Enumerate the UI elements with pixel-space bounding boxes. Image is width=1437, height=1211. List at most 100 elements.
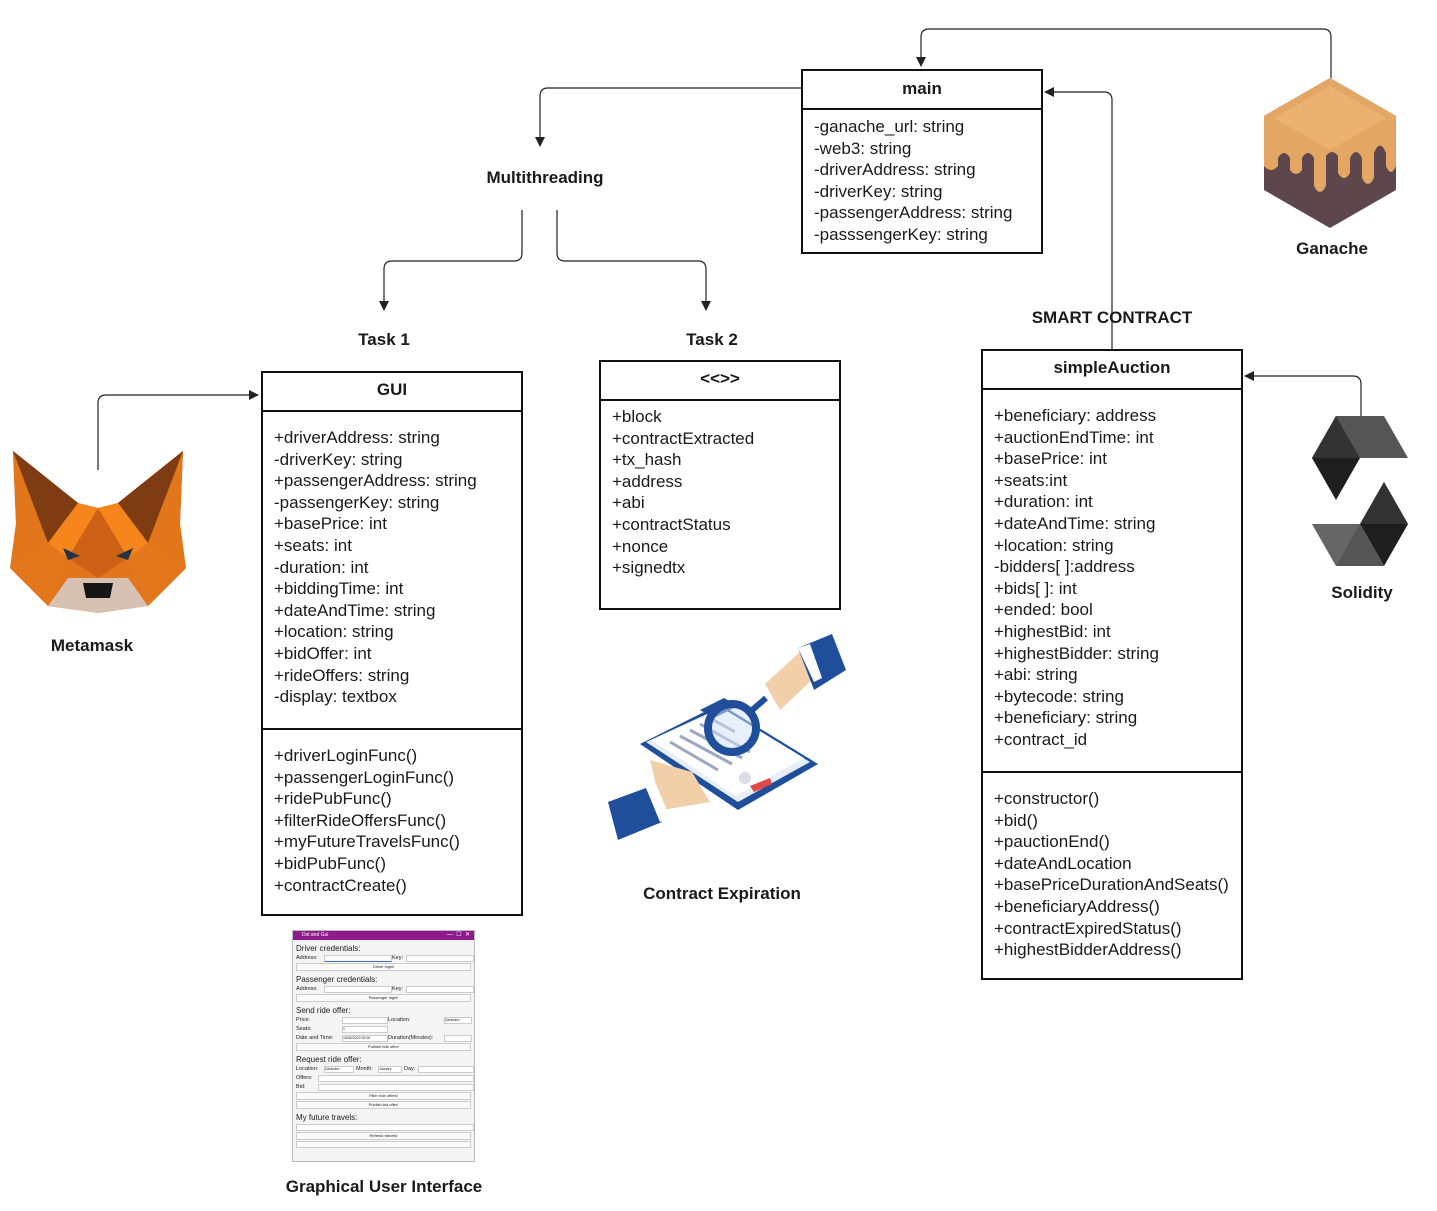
location-select[interactable]: Dankskin: [444, 1017, 472, 1024]
auction-attribute: +auctionEndTime: int: [994, 427, 1154, 447]
metamask-fox-icon: [10, 451, 186, 613]
task2-class-attributes: +block+contractExtracted+tx_hash+address…: [601, 401, 839, 579]
filter-offers-button[interactable]: Filter ride offers!: [296, 1092, 471, 1100]
task2-attribute: +tx_hash: [612, 450, 682, 470]
main-class-name: main: [803, 71, 1041, 110]
main-attribute: -driverKey: string: [814, 181, 943, 201]
datetime-label: Date and Time:: [296, 1035, 334, 1041]
bid-input[interactable]: [318, 1084, 474, 1091]
gui-attribute: +passengerAddress: string: [274, 471, 477, 491]
main-class-attributes: -ganache_url: string-web3: string-driver…: [803, 110, 1041, 246]
duration-input[interactable]: [444, 1035, 472, 1042]
seats-stepper[interactable]: 1: [342, 1026, 388, 1033]
task2-attribute: +nonce: [612, 536, 669, 556]
auction-class-attributes: +beneficiary: address +auctionEndTime: in…: [983, 390, 1241, 771]
task2-attribute: +address: [612, 471, 683, 491]
passenger-address-label: Address:: [296, 986, 318, 992]
location-label: Location:: [388, 1017, 411, 1023]
publish-offer-button[interactable]: Publish ride offer!: [296, 1043, 471, 1051]
gui-caption-label: Graphical User Interface: [285, 1177, 483, 1196]
passenger-credentials-row: Address: Key:: [296, 985, 474, 993]
multithreading-label: Multithreading: [486, 168, 604, 187]
task2-class-box: <<>> +block+contractExtracted+tx_hash+ad…: [599, 360, 841, 610]
auction-attribute: +duration: int: [994, 492, 1093, 512]
gui-attribute: +dateAndTime: string: [274, 600, 436, 620]
gui-attribute: -display: textbox: [274, 687, 397, 707]
gui-method: +passengerLoginFunc(): [274, 767, 455, 787]
edge-multithreading-to-task2: [556, 210, 711, 311]
gui-attribute: -passengerKey: string: [274, 492, 440, 512]
gui-attribute: -driverKey: string: [274, 449, 403, 469]
offers-select[interactable]: [318, 1075, 474, 1082]
edge-ganache-to-main: [916, 28, 1332, 78]
auction-attribute: +bids[ ]: int: [994, 578, 1077, 598]
auction-method: +bid(): [994, 810, 1038, 830]
auction-method: +beneficiaryAddress(): [994, 896, 1160, 916]
main-attribute: -ganache_url: string: [814, 117, 965, 136]
request-location-select[interactable]: Dankskin: [324, 1066, 354, 1073]
datetime-picker[interactable]: 16/06/2022 00:00: [342, 1035, 388, 1042]
passenger-key-label: Key:: [392, 986, 404, 992]
publish-bid-button[interactable]: Publish bid offer!: [296, 1101, 471, 1109]
auction-method: +constructor(): [994, 789, 1100, 808]
main-attribute: -driverAddress: string: [814, 160, 976, 180]
future-travels-select[interactable]: [296, 1124, 474, 1131]
passenger-key-input[interactable]: [406, 986, 474, 993]
gui-attribute: +location: string: [274, 622, 394, 642]
refresh-travels-button[interactable]: Refresh travels!: [296, 1132, 471, 1140]
price-input[interactable]: [342, 1017, 388, 1024]
gui-screenshot-titlebar: Dst and Gui — ☐ ✕: [293, 931, 474, 940]
auction-attribute: +ended: bool: [994, 600, 1093, 620]
ganache-logo-icon: [1264, 78, 1396, 228]
driver-address-label: Address:: [296, 955, 318, 961]
driver-key-input[interactable]: [406, 955, 474, 962]
solidity-logo-icon: [1312, 416, 1408, 566]
task2-attribute: +contractStatus: [612, 514, 731, 534]
smart-contract-label: SMART CONTRACT: [1031, 308, 1193, 327]
price-label: Price:: [296, 1017, 311, 1023]
month-label: Month:: [356, 1066, 373, 1072]
auction-attribute: +beneficiary: address: [994, 406, 1157, 425]
gui-attribute: +driverAddress: string: [274, 428, 440, 447]
seats-label: Seats:: [296, 1026, 312, 1032]
gui-method: +ridePubFunc(): [274, 789, 392, 809]
request-offer-section-label: Request ride offer:: [296, 1055, 362, 1064]
driver-address-input[interactable]: [324, 955, 392, 962]
auction-attribute: +beneficiary: string: [994, 708, 1138, 728]
edge-multithreading-to-task1: [379, 210, 523, 311]
request-location-label: Location:: [296, 1066, 319, 1072]
offers-label: Offers:: [296, 1075, 313, 1081]
passenger-address-input[interactable]: [324, 986, 392, 993]
auction-attribute: -bidders[ ]:address: [994, 557, 1135, 577]
gui-attribute: +rideOffers: string: [274, 665, 410, 685]
auction-method: +dateAndLocation: [994, 853, 1132, 873]
travels-display-textbox: [296, 1141, 471, 1148]
month-select[interactable]: January: [378, 1066, 402, 1073]
duration-label: Duration(Minutes):: [388, 1035, 434, 1041]
gui-attribute: +seats: int: [274, 535, 352, 555]
auction-attribute: +location: string: [994, 535, 1114, 555]
driver-login-button[interactable]: Driver login!: [296, 963, 471, 971]
ganache-label: Ganache: [1296, 239, 1368, 258]
auction-attribute: +basePrice: int: [994, 449, 1107, 469]
main-attribute: -passsengerKey: string: [814, 224, 988, 244]
future-travels-section-label: My future travels:: [296, 1113, 358, 1122]
future-travels-row: [296, 1123, 474, 1131]
driver-section-label: Driver credentials:: [296, 944, 361, 953]
auction-attribute: +seats:int: [994, 470, 1068, 490]
task1-label: Task 1: [358, 330, 410, 349]
passenger-login-button[interactable]: Passenger login!: [296, 994, 471, 1002]
gui-attribute: +bidOffer: int: [274, 643, 372, 663]
seats-row: Seats: 1: [296, 1025, 471, 1033]
gui-screenshot: Dst and Gui — ☐ ✕ Driver credentials: Ad…: [292, 930, 475, 1162]
auction-attribute: +abi: string: [994, 665, 1078, 685]
request-filter-row: Location: Dankskin Month: January Day:: [296, 1065, 474, 1073]
day-input[interactable]: [418, 1066, 474, 1073]
gui-method: +driverLoginFunc(): [274, 746, 418, 765]
task2-attribute: +block: [612, 407, 662, 426]
offers-row: Offers:: [296, 1074, 474, 1082]
driver-credentials-row: Address: Key:: [296, 954, 474, 962]
contract-expiration-label: Contract Expiration: [643, 884, 801, 903]
task2-class-name: <<>>: [601, 362, 839, 401]
gui-method: +contractCreate(): [274, 875, 407, 895]
